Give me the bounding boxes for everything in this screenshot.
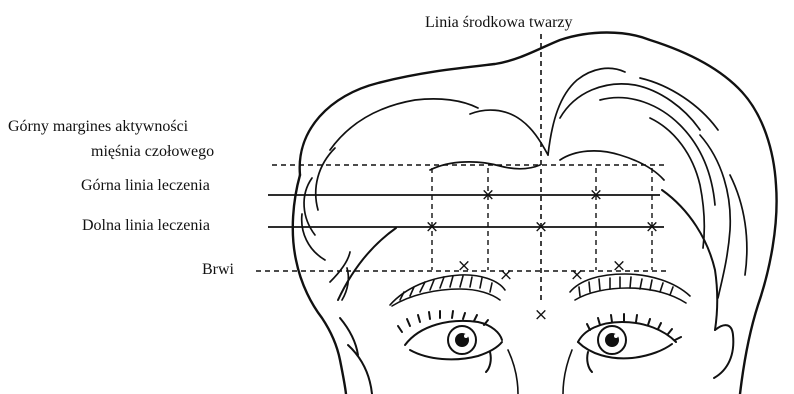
injection-point-upper-left: × — [481, 185, 495, 205]
injection-point-brow-left-1: × — [457, 256, 471, 276]
left-eye — [398, 311, 502, 372]
injection-point-brow-right-2: × — [612, 256, 626, 276]
injection-point-brow-right-1: × — [570, 265, 584, 285]
nose-bridge — [508, 350, 572, 394]
injection-point-brow-left-2: × — [499, 265, 513, 285]
injection-point-lower-center: × — [534, 217, 548, 237]
injection-point-lower-right: × — [645, 217, 659, 237]
injection-point-lower-left: × — [425, 217, 439, 237]
left-eyebrow — [390, 275, 505, 306]
hair-strands — [302, 68, 747, 300]
right-eye — [578, 314, 681, 372]
right-eyebrow — [570, 274, 690, 303]
injection-point-upper-right: × — [589, 185, 603, 205]
injection-point-procerus: × — [534, 305, 548, 325]
